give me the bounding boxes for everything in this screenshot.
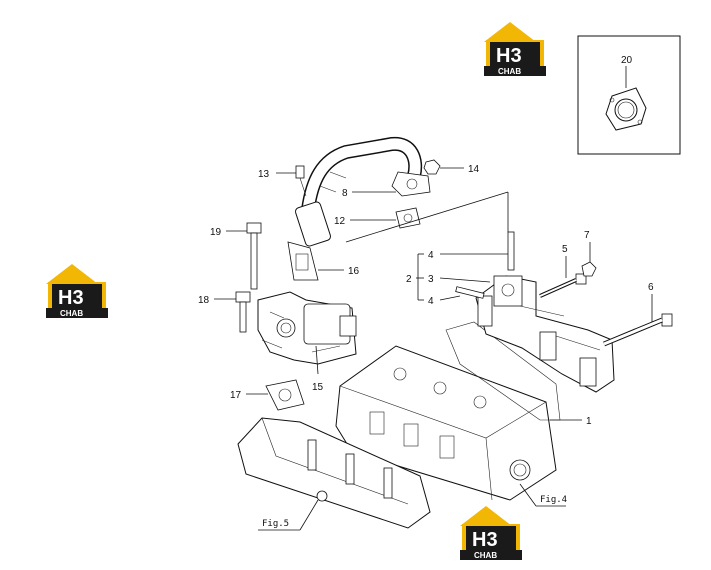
watermark-logo-bottom: H3 CHAB — [460, 506, 522, 560]
head-gasket — [445, 321, 561, 421]
callout-13: 13 — [258, 169, 270, 180]
egr-pipe — [294, 136, 431, 247]
bolt-19 — [246, 222, 262, 290]
watermark-letters: H3 — [496, 45, 522, 67]
callout-5: 5 — [562, 244, 568, 255]
callout-1: 1 — [586, 416, 592, 427]
callout-18: 18 — [198, 295, 210, 306]
intake-manifold — [237, 417, 431, 529]
callout-6: 6 — [648, 282, 654, 293]
callout-16: 16 — [348, 266, 360, 277]
fig-ref-4: Fig.4 — [540, 495, 567, 505]
cylinder-head-1 — [335, 345, 557, 501]
gasket-20-drawing — [605, 87, 647, 131]
callout-12: 12 — [334, 216, 346, 227]
watermark-word: CHAB — [498, 67, 521, 76]
watermark-letters: H3 — [472, 529, 498, 551]
fig-ref-5: Fig.5 — [262, 519, 289, 529]
callout-4b: 4 — [428, 296, 434, 307]
callout-3: 3 — [428, 274, 434, 285]
bolt-18 — [235, 291, 251, 333]
exhaust-manifold — [475, 275, 615, 393]
watermark-word: CHAB — [474, 551, 497, 560]
watermark-letters: H3 — [58, 287, 84, 309]
stud-4 — [455, 286, 485, 299]
egr-valve-15 — [257, 291, 357, 365]
callout-20: 20 — [621, 55, 633, 66]
callout-2: 2 — [406, 274, 412, 285]
gasket-12 — [395, 207, 421, 229]
callout-bracket-2-3-4 — [416, 253, 508, 301]
bolt-5 — [539, 273, 587, 298]
callout-4a: 4 — [428, 250, 434, 261]
gasket-16 — [287, 241, 319, 281]
nut-14 — [423, 159, 441, 175]
gasket-17 — [265, 379, 305, 411]
bolt-13 — [295, 165, 307, 197]
callout-8: 8 — [342, 188, 348, 199]
callout-7: 7 — [584, 230, 590, 241]
stud-long — [507, 231, 515, 271]
watermark-logo-left: H3 CHAB — [46, 264, 108, 318]
nut-7 — [581, 261, 597, 277]
callout-19: 19 — [210, 227, 222, 238]
watermark-logo-top: H3 CHAB — [484, 22, 546, 76]
callout-15: 15 — [312, 382, 324, 393]
callout-17: 17 — [230, 390, 242, 401]
watermark-word: CHAB — [60, 309, 83, 318]
bolt-6 — [603, 313, 673, 347]
inset-box: 20 — [577, 35, 681, 155]
callout-14: 14 — [468, 164, 480, 175]
